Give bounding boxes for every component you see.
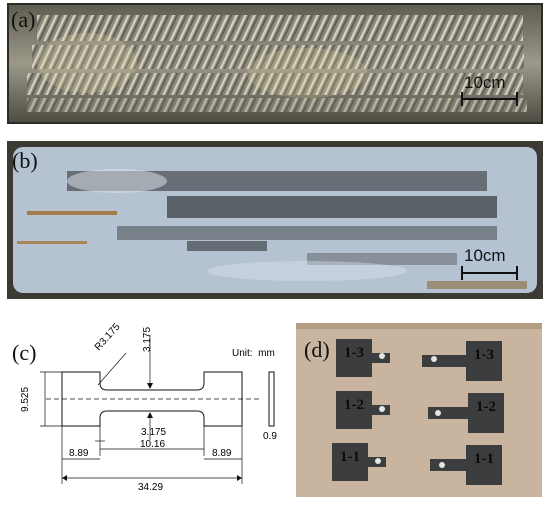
panel-b-scale-text: 10cm [464,246,506,265]
panel-a-weld-photo [7,3,543,124]
dim-height: 9.525 [20,386,31,412]
specimen-mark-4: 1-2 [476,399,496,415]
panel-b-milled-photo [7,141,543,299]
milled-plate-image [7,141,543,299]
panel-a-scale-text: 10cm [464,73,506,92]
specimens-image [296,323,542,497]
panel-b-label: (b) [12,148,38,173]
panel-b-scale-bar [461,266,518,280]
panel-a-scale-bar [461,92,518,106]
unit-text: Unit: mm [232,348,275,359]
specimen-mark-5: 1-1 [340,449,360,465]
specimen-mark-6: 1-1 [474,451,494,467]
specimen-drawing [40,335,275,484]
panel-a-label: (a) [11,7,36,32]
specimen-mark-2: 1-3 [474,347,494,363]
dim-total-length: 34.29 [138,482,164,493]
panel-c-label: (c) [12,340,37,365]
panel-d-specimens-photo: 1-3 1-3 1-2 1-2 1-1 1-1 [296,323,542,497]
dim-gauge-length: 10.16 [140,439,166,450]
dim-right-grip: 8.89 [212,448,232,459]
dim-left-grip: 8.89 [69,448,89,459]
specimen-mark-3: 1-2 [344,397,364,413]
specimen-mark-1: 1-3 [344,345,364,361]
dim-thickness: 0.9 [263,431,277,442]
dim-neck-width: 3.175 [141,427,167,438]
weld-plate-image [7,3,543,124]
thickness-view [268,371,275,427]
dim-top-depth: 3.175 [142,326,153,352]
panel-d-label: (d) [304,337,330,362]
